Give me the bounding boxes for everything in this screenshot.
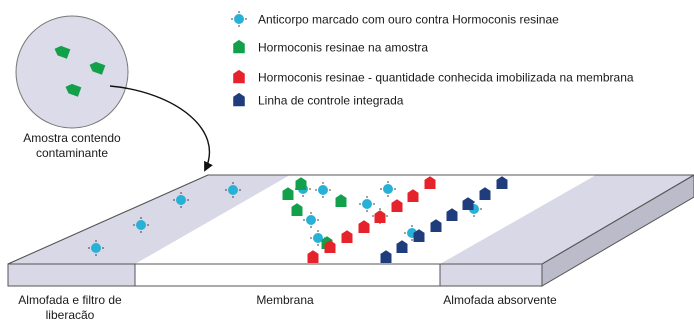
control-marker: [430, 219, 442, 232]
legend: Anticorpo marcado com ouro contra Hormoc…: [231, 11, 634, 108]
pad-label-line2: liberacão: [46, 308, 95, 322]
immobilized-marker: [424, 176, 436, 189]
sample-label-line2: contaminante: [36, 146, 108, 160]
sample-target-marker: [295, 177, 307, 190]
legend-label-1: Anticorpo marcado com ouro contra Hormoc…: [258, 13, 559, 27]
legend-label-4: Linha de controle integrada: [258, 94, 404, 108]
green-pentagon-icon: [233, 39, 245, 54]
sample-label-line1: Amostra contendo: [23, 131, 121, 145]
sample-circle: [15, 15, 129, 129]
sample-target-marker: [89, 61, 106, 75]
sample-targets: [54, 45, 106, 97]
antibody-marker: [133, 217, 149, 233]
pad-label-line1: Almofada e filtro de: [18, 293, 122, 307]
control-marker: [479, 187, 491, 200]
sample-target-marker: [291, 203, 303, 216]
sample-target-marker: [54, 45, 71, 59]
immobilized-marker: [391, 199, 403, 212]
membrane-label: Membrana: [256, 293, 314, 307]
test-strip: [7, 174, 694, 287]
sample-target-marker: [65, 83, 82, 97]
control-marker: [396, 240, 408, 253]
gold-labeled-antibody-icon: [231, 11, 247, 27]
sample-target-marker: [335, 194, 347, 207]
control-marker: [496, 176, 508, 189]
immobilized-marker: [374, 210, 386, 223]
control-marker: [380, 250, 392, 263]
strip-markers: [88, 176, 508, 263]
antibody-marker: [225, 182, 241, 198]
antibody-marker: [303, 212, 319, 228]
absorbent-pad: [440, 175, 694, 264]
immobilized-marker: [358, 220, 370, 233]
sample-target-marker: [282, 187, 294, 200]
navy-pentagon-icon: [233, 92, 245, 107]
control-marker: [462, 197, 474, 210]
release-pad: [8, 175, 290, 264]
immobilized-marker: [341, 230, 353, 243]
antibody-marker: [88, 240, 104, 256]
immobilized-marker: [324, 240, 336, 253]
legend-label-2: Hormoconis resinae na amostra: [258, 41, 428, 55]
control-marker: [413, 229, 425, 242]
flow-arrow: [109, 85, 213, 172]
absorbent-label: Almofada absorvente: [443, 293, 557, 307]
red-pentagon-icon: [233, 69, 245, 84]
antibody-marker: [173, 192, 189, 208]
antibody-marker: [380, 181, 396, 197]
legend-label-3: Hormoconis resinae - quantidade conhecid…: [258, 71, 634, 85]
immobilized-marker: [407, 189, 419, 202]
antibody-marker: [359, 196, 375, 212]
immobilized-marker: [307, 250, 319, 263]
control-marker: [446, 208, 458, 221]
antibody-marker: [315, 182, 331, 198]
